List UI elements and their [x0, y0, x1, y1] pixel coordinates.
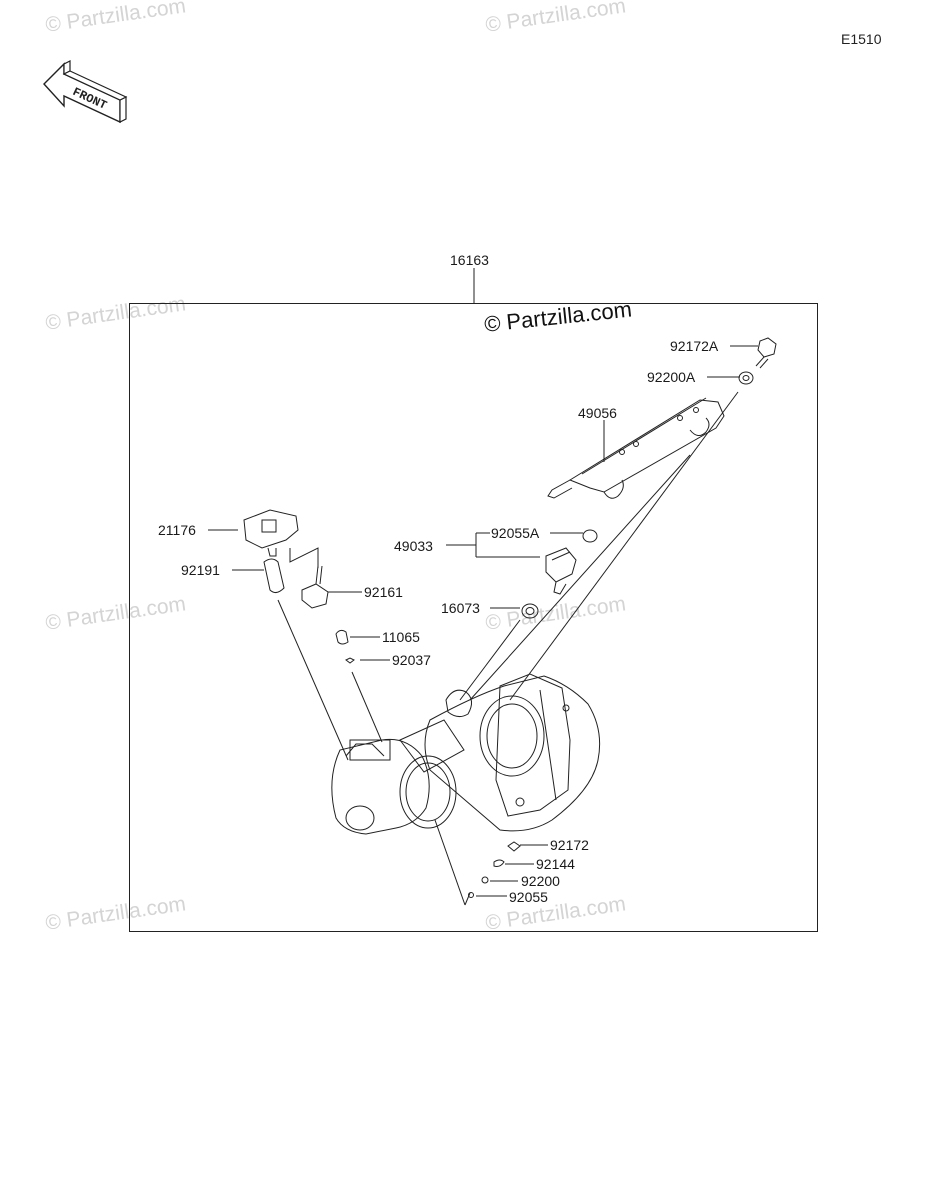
part-label-92144: 92144: [536, 856, 575, 872]
part-label-92191: 92191: [181, 562, 220, 578]
part-label-11065: 11065: [382, 629, 420, 645]
assembly-frame: [129, 303, 818, 932]
part-label-92200A: 92200A: [647, 369, 696, 385]
part-label-92055A: 92055A: [491, 525, 540, 541]
part-label-92055: 92055: [509, 889, 548, 905]
part-label-92037: 92037: [392, 652, 431, 668]
part-label-21176: 21176: [158, 522, 196, 538]
part-label-49056: 49056: [578, 405, 617, 421]
part-label-92161: 92161: [364, 584, 403, 600]
assembly-number: 16163: [450, 252, 489, 268]
front-arrow-icon: FRONT: [43, 60, 128, 124]
part-label-16073: 16073: [441, 600, 480, 616]
part-label-92200: 92200: [521, 873, 560, 889]
part-label-49033: 49033: [394, 538, 433, 554]
part-label-92172: 92172: [550, 837, 589, 853]
part-label-92172A: 92172A: [670, 338, 719, 354]
figure-id: E1510: [841, 31, 882, 47]
